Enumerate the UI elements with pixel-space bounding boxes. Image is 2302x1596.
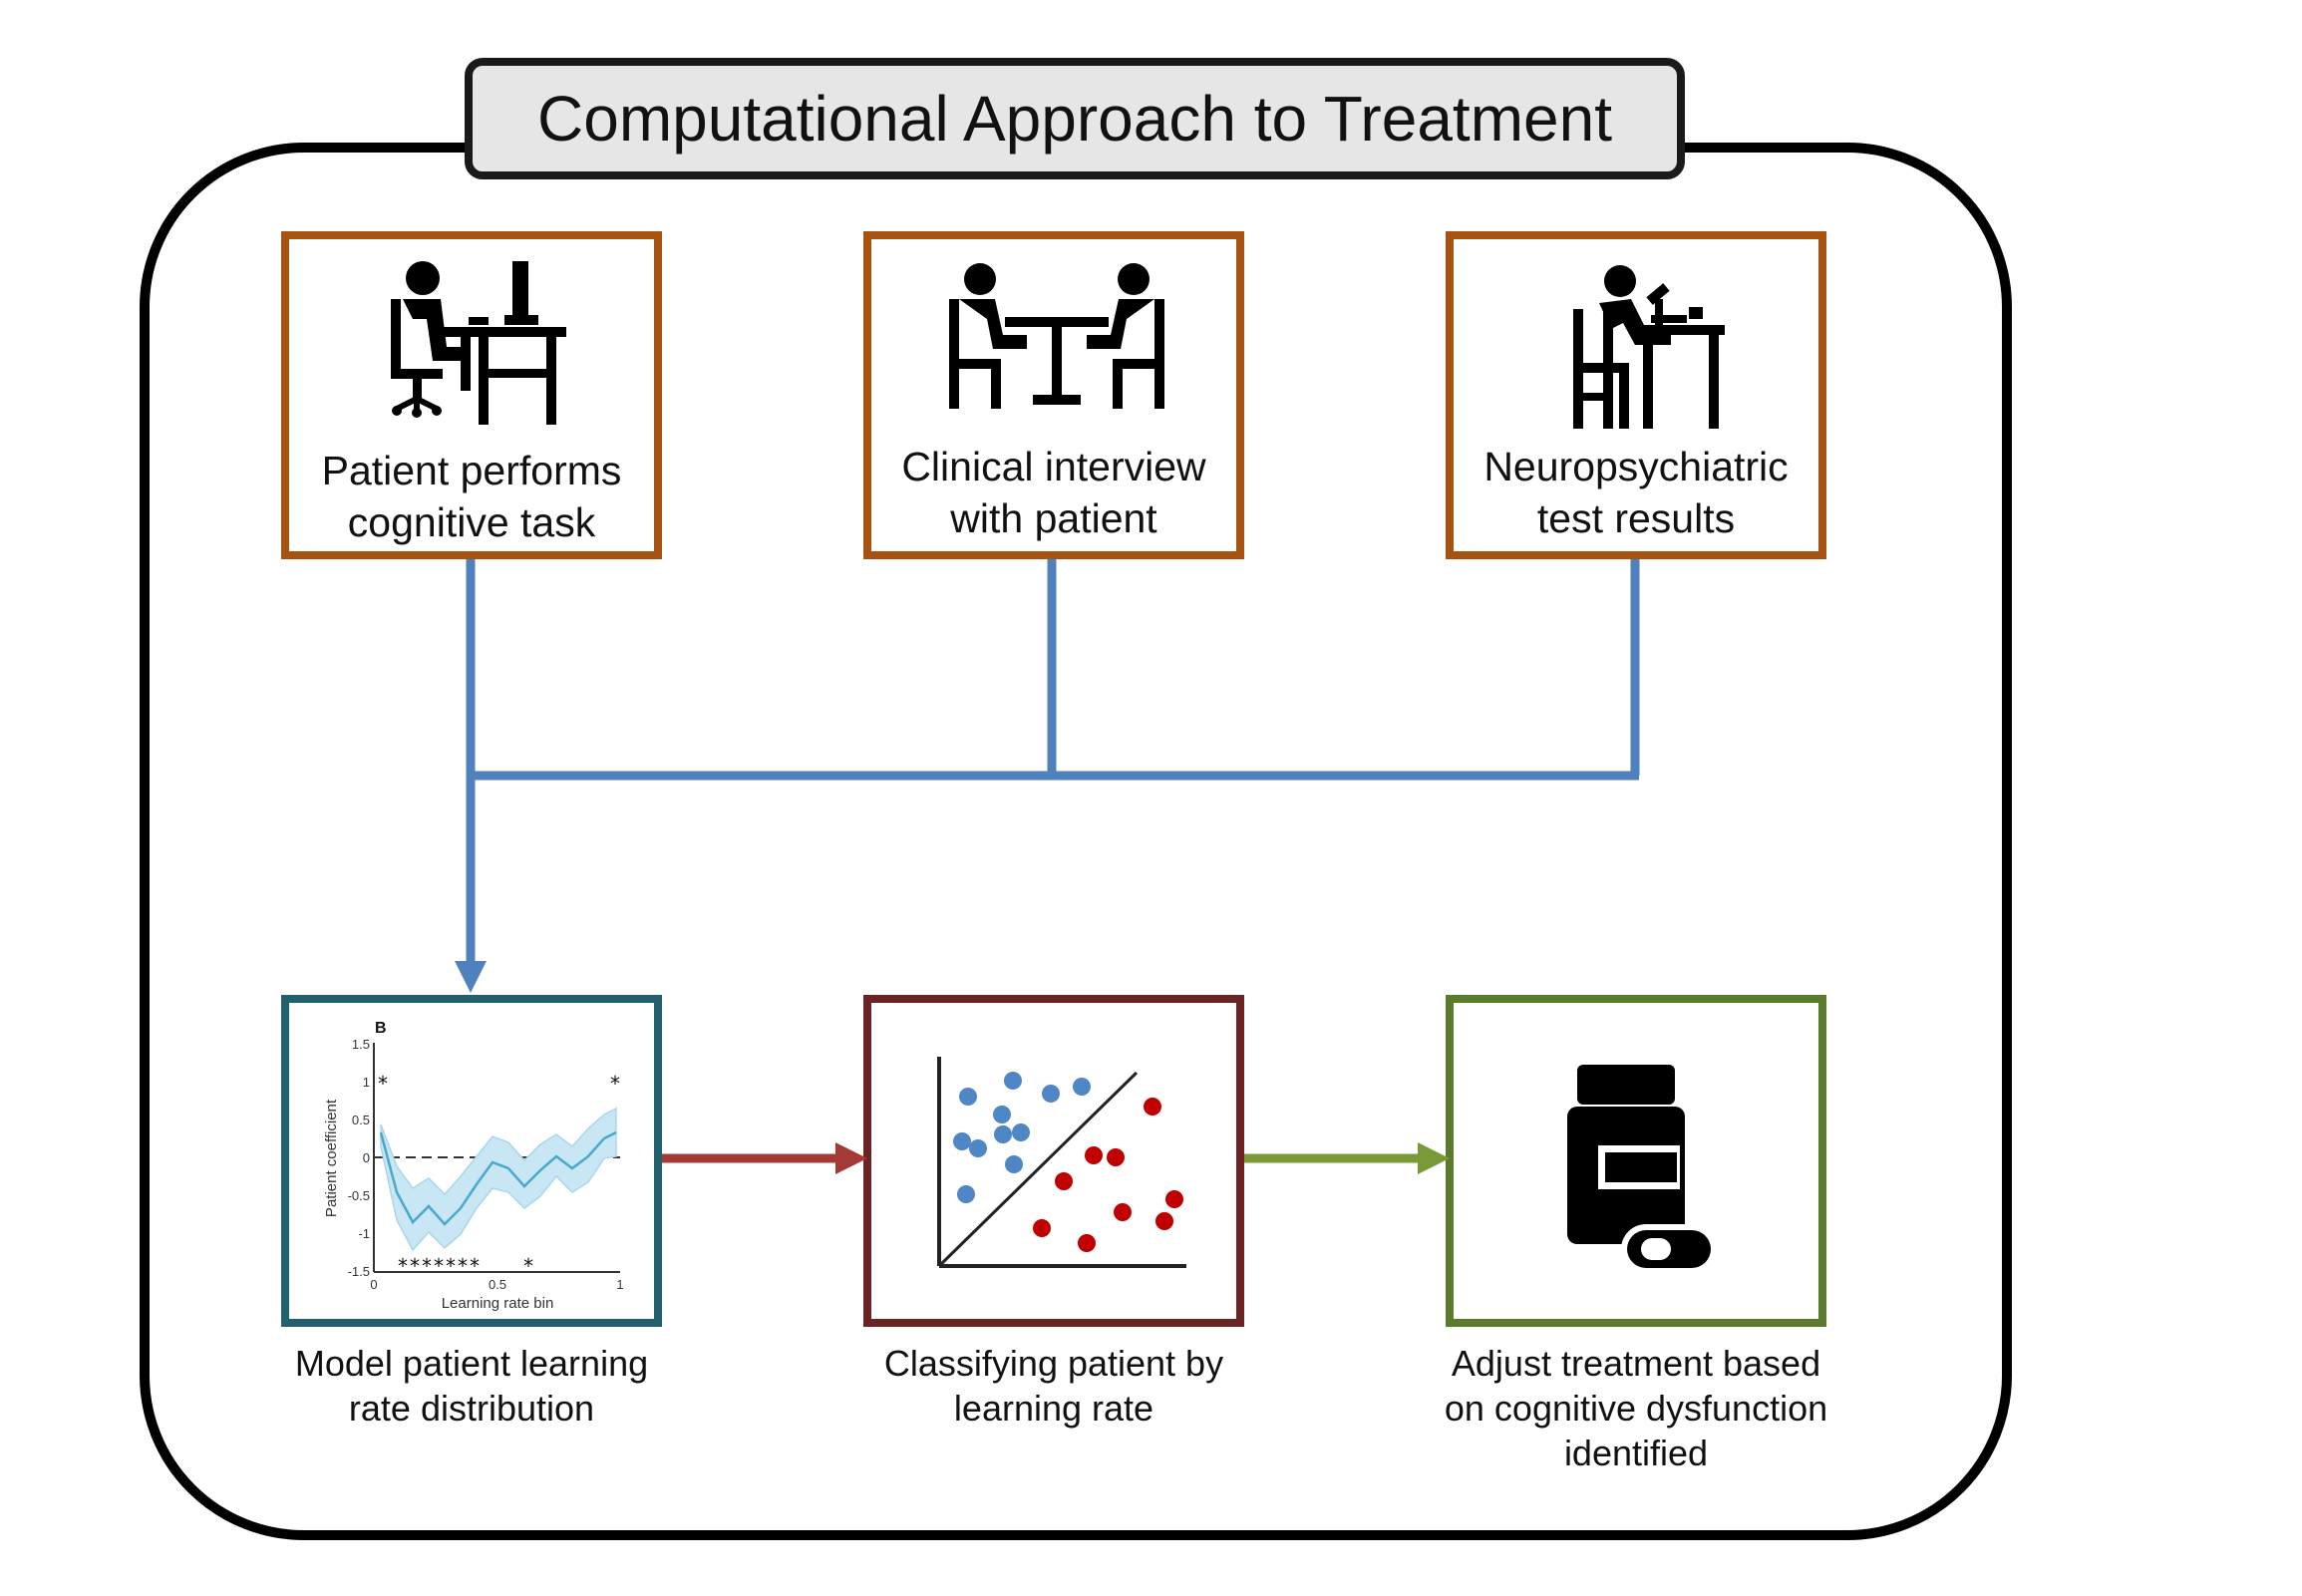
label-line: with patient (950, 495, 1157, 541)
scatter-point-blue (1004, 1072, 1022, 1090)
connector-arrowhead (455, 961, 487, 993)
scatter-red-points (1033, 1098, 1183, 1252)
scatter-point-red (1114, 1203, 1132, 1221)
caption-adjust-treatment: Adjust treatment based on cognitive dysf… (1414, 1341, 1858, 1475)
caption-classify-patient: Classifying patient by learning rate (831, 1341, 1276, 1431)
scatter-classifier-icon (937, 1057, 1186, 1268)
scatter-point-blue (1042, 1085, 1060, 1103)
scatter-point-red (1155, 1212, 1173, 1230)
learning-rate-plot: B 1.5 1 0.5 0 -0.5 -1 -1.5 0 0.5 1 Learn… (323, 1020, 624, 1312)
star-marker: * (398, 1254, 408, 1278)
diagram-title: Computational Approach to Treatment (537, 83, 1612, 155)
input-label-neuropsych-tests: Neuropsychiatric test results (1454, 441, 1818, 544)
scatter-point-blue (994, 1125, 1012, 1143)
label-line: cognitive task (347, 499, 596, 545)
mini-plot-xticks: 0 0.5 1 (370, 1277, 623, 1292)
input-label-cognitive-task: Patient performs cognitive task (289, 445, 654, 548)
ytick-label: 1 (363, 1075, 370, 1090)
two-people-at-table-icon (949, 263, 1164, 409)
scatter-point-blue (1073, 1078, 1091, 1096)
ytick-label: 0.5 (352, 1113, 370, 1127)
pill-bottle-icon (1567, 1065, 1717, 1274)
mini-plot-mean-line (379, 1130, 617, 1226)
label-line: Clinical interview (901, 444, 1206, 489)
star-marker: * (610, 1072, 620, 1096)
caption-line: Adjust treatment based (1451, 1343, 1821, 1384)
scatter-point-blue (1005, 1155, 1023, 1173)
star-marker: * (446, 1254, 456, 1278)
scatter-point-red (1165, 1190, 1183, 1208)
scatter-point-red (1085, 1146, 1103, 1164)
person-with-microscope-icon (1573, 265, 1725, 429)
mini-plot-panel-label: B (375, 1020, 387, 1037)
input-label-clinical-interview: Clinical interview with patient (871, 441, 1236, 544)
caption-line: Classifying patient by (883, 1343, 1224, 1384)
xtick-label: 1 (616, 1277, 623, 1292)
caption-line: identified (1563, 1433, 1709, 1473)
star-marker: * (523, 1254, 533, 1278)
scatter-point-red (1033, 1219, 1051, 1237)
significance-stars: * * * * * * * * * * (378, 1072, 620, 1278)
star-marker: * (422, 1254, 432, 1278)
label-line: Patient performs (321, 448, 622, 493)
ytick-label: 0 (363, 1150, 370, 1165)
scatter-blue-points (953, 1072, 1091, 1203)
scatter-point-blue (953, 1132, 971, 1150)
ytick-label: 1.5 (352, 1037, 370, 1052)
caption-model-learning-rate: Model patient learning rate distribution (249, 1341, 694, 1431)
scatter-point-blue (959, 1088, 977, 1106)
classify-box (863, 995, 1244, 1327)
title-box (465, 58, 1685, 179)
scatter-point-blue (957, 1185, 975, 1203)
caption-line: Model patient learning (294, 1343, 649, 1384)
scatter-point-red (1055, 1172, 1073, 1190)
mini-plot-ci-band (380, 1107, 617, 1252)
star-marker: * (458, 1254, 468, 1278)
ytick-label: -0.5 (348, 1188, 370, 1203)
input-connectors (466, 556, 1640, 964)
input-box-neuropsych-tests (1446, 231, 1826, 559)
scatter-point-blue (1012, 1123, 1030, 1141)
scatter-point-red (1144, 1098, 1161, 1116)
star-marker: * (378, 1072, 388, 1096)
scatter-point-blue (969, 1139, 987, 1157)
caption-line: rate distribution (348, 1388, 595, 1429)
scatter-point-red (1078, 1234, 1096, 1252)
caption-line: on cognitive dysfunction (1444, 1388, 1828, 1429)
caption-line: learning rate (953, 1388, 1154, 1429)
person-at-computer-desk-icon (391, 261, 566, 425)
star-marker: * (410, 1254, 420, 1278)
label-line: test results (1536, 495, 1736, 541)
mini-plot-yticks: 1.5 1 0.5 0 -0.5 -1 -1.5 (348, 1037, 370, 1279)
arrow-model-to-classify-head (835, 1142, 867, 1174)
scatter-decision-boundary (939, 1071, 1139, 1266)
ytick-label: -1 (358, 1226, 370, 1241)
star-marker: * (470, 1254, 480, 1278)
ytick-label: -1.5 (348, 1264, 370, 1279)
input-box-cognitive-task (281, 231, 662, 559)
scatter-point-red (1107, 1148, 1125, 1166)
star-marker: * (434, 1254, 444, 1278)
xtick-label: 0.5 (489, 1277, 506, 1292)
label-line: Neuropsychiatric (1483, 444, 1789, 489)
arrow-classify-to-treatment-head (1418, 1142, 1450, 1174)
scatter-point-blue (993, 1106, 1011, 1123)
xtick-label: 0 (370, 1277, 377, 1292)
mini-plot-xlabel: Learning rate bin (442, 1295, 554, 1312)
mini-plot-ylabel: Patient coefficient (323, 1099, 340, 1217)
